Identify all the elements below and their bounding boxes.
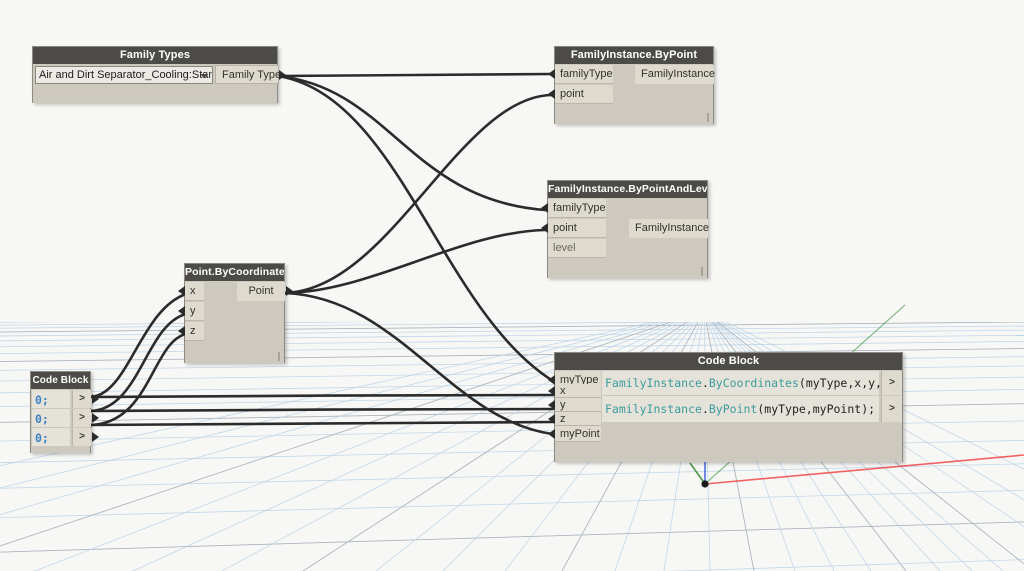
node-title-point-bycoordinates: Point.ByCoordinates <box>185 264 284 281</box>
code-dot-1: . <box>701 402 709 416</box>
port-connector-point[interactable] <box>286 286 293 296</box>
output-port-family-type[interactable]: Family Type <box>215 65 286 84</box>
output-port-familyinstance[interactable]: FamilyInstance <box>635 65 715 84</box>
code-text-2: 0; <box>35 431 49 445</box>
node-title-family-types: Family Types <box>33 47 277 64</box>
node-body-familyinstance-bypoint: familyType point FamilyInstance <box>548 64 715 124</box>
port-connector-2[interactable] <box>92 432 99 442</box>
input-port-y[interactable]: y <box>548 398 601 412</box>
code-field-0[interactable]: 0; <box>32 390 70 408</box>
wire-cbsmall-0-to-codeblock-x <box>88 393 555 399</box>
input-port-z[interactable]: z <box>548 412 601 426</box>
output-port-line-0[interactable]: > <box>881 371 902 395</box>
port-connector-x[interactable] <box>548 386 555 396</box>
node-title-code-block-small: Code Block <box>31 372 90 389</box>
output-port-line-1[interactable]: > <box>881 396 902 422</box>
node-family-types[interactable]: Family Types Air and Dirt Separator_Cool… <box>32 46 286 103</box>
chevron-down-icon[interactable] <box>200 74 208 78</box>
node-title-familyinstance-bypointandlevel: FamilyInstance.ByPointAndLevel <box>548 181 707 198</box>
output-port-point[interactable]: Point <box>237 282 293 301</box>
port-connector-y[interactable] <box>178 306 185 316</box>
wire-familytype-to-codeblock-mytype <box>276 74 555 383</box>
code-args-1: (myType,myPoint); <box>757 402 876 416</box>
input-port-point[interactable]: point <box>541 219 606 238</box>
port-connector-z[interactable] <box>548 414 555 424</box>
port-connector-y[interactable] <box>548 400 555 410</box>
node-body-code-block-small: 0; 0; 0; > > > <box>31 389 99 453</box>
wire-cbsmall-2-to-point-z <box>88 332 188 427</box>
node-point-bycoordinates[interactable]: Point.ByCoordinates x y z Point <box>178 263 293 363</box>
code-args-0: (myType,x,y,z); <box>798 376 903 390</box>
code-field-line-0[interactable]: FamilyInstance.ByCoordinates(myType,x,y,… <box>602 371 903 395</box>
wire-point-to-bypointandlevel-point <box>283 228 547 295</box>
input-port-x[interactable]: x <box>178 282 204 301</box>
input-port-level[interactable]: level <box>548 239 606 258</box>
input-port-y[interactable]: y <box>178 302 204 321</box>
input-port-x[interactable]: x <box>548 384 601 398</box>
y-axis-green <box>689 462 706 485</box>
code-method-0: ByCoordinates <box>708 376 799 390</box>
input-port-mypoint[interactable]: myPoint <box>548 426 601 442</box>
port-connector-familytype[interactable] <box>541 203 548 213</box>
wire-familytype-to-bypointandlevel-familytype <box>276 74 547 212</box>
node-familyinstance-bypoint[interactable]: FamilyInstance.ByPoint familyType point … <box>548 46 715 124</box>
input-port-point[interactable]: point <box>548 85 613 104</box>
input-port-z[interactable]: z <box>178 322 204 341</box>
code-method-1: ByPoint <box>708 402 758 416</box>
code-text-line-1: FamilyInstance.ByPoint(myType,myPoint); <box>605 402 875 416</box>
port-connector-0[interactable] <box>92 394 99 404</box>
node-body-familyinstance-bypointandlevel: familyType point level FamilyInstance <box>541 198 709 278</box>
node-body-point-bycoordinates: x y z Point <box>178 281 293 363</box>
port-connector-x[interactable] <box>178 286 185 296</box>
node-body-family-types: Air and Dirt Separator_Cooling:Standard … <box>33 64 286 103</box>
origin-point <box>701 480 709 488</box>
output-port-0[interactable]: > <box>72 390 99 408</box>
code-text-0: 0; <box>35 393 49 407</box>
code-dot-0: . <box>701 376 709 390</box>
code-type-0: FamilyInstance <box>605 376 702 390</box>
wire-cbsmall-1-to-point-y <box>88 312 188 413</box>
node-title-code-block-large: Code Block <box>555 353 902 370</box>
node-title-familyinstance-bypoint: FamilyInstance.ByPoint <box>555 47 713 64</box>
resize-grip[interactable] <box>701 267 703 276</box>
port-connector-mypoint[interactable] <box>548 429 555 439</box>
family-type-dropdown-value: Air and Dirt Separator_Cooling:Standard <box>39 69 213 81</box>
port-connector-point[interactable] <box>548 89 555 99</box>
family-type-dropdown[interactable]: Air and Dirt Separator_Cooling:Standard <box>35 66 213 84</box>
port-connector-1[interactable] <box>92 413 99 423</box>
code-text-1: 0; <box>35 412 49 426</box>
input-port-familytype[interactable]: familyType <box>548 65 613 84</box>
code-field-2[interactable]: 0; <box>32 428 70 446</box>
port-connector-family-type[interactable] <box>279 70 286 80</box>
resize-grip[interactable] <box>278 352 280 361</box>
code-text-line-0: FamilyInstance.ByCoordinates(myType,x,y,… <box>605 376 903 390</box>
resize-grip[interactable] <box>707 113 709 122</box>
output-port-familyinstance[interactable]: FamilyInstance <box>629 219 709 238</box>
port-connector-mytype[interactable] <box>548 375 555 385</box>
wire-point-to-bypoint-point <box>283 93 554 295</box>
code-field-1[interactable]: 0; <box>32 409 70 427</box>
port-connector-point[interactable] <box>541 223 548 233</box>
input-port-familytype[interactable]: familyType <box>541 199 606 218</box>
node-familyinstance-bypointandlevel[interactable]: FamilyInstance.ByPointAndLevel familyTyp… <box>541 180 709 278</box>
output-port-2[interactable]: > <box>72 428 99 446</box>
code-type-1: FamilyInstance <box>605 402 702 416</box>
wire-point-to-codeblock-mypoint <box>283 291 555 436</box>
wire-cbsmall-0-to-point-x <box>88 292 188 399</box>
port-connector-z[interactable] <box>178 326 185 336</box>
node-body-code-block-large: myType x y z myPoint FamilyInstance.B <box>548 370 903 462</box>
wire-cbsmall-1-to-codeblock-y <box>88 407 555 413</box>
output-port-1[interactable]: > <box>72 409 99 427</box>
node-code-block-large[interactable]: Code Block myType x y z myPoint <box>548 352 903 462</box>
wire-cbsmall-2-to-codeblock-z <box>88 420 555 427</box>
wire-familytype-to-bypoint-familytype <box>276 72 554 78</box>
code-field-line-1[interactable]: FamilyInstance.ByPoint(myType,myPoint); <box>602 396 879 422</box>
node-code-block-small[interactable]: Code Block 0; 0; 0; > > > <box>30 371 99 453</box>
port-connector-familytype[interactable] <box>548 69 555 79</box>
